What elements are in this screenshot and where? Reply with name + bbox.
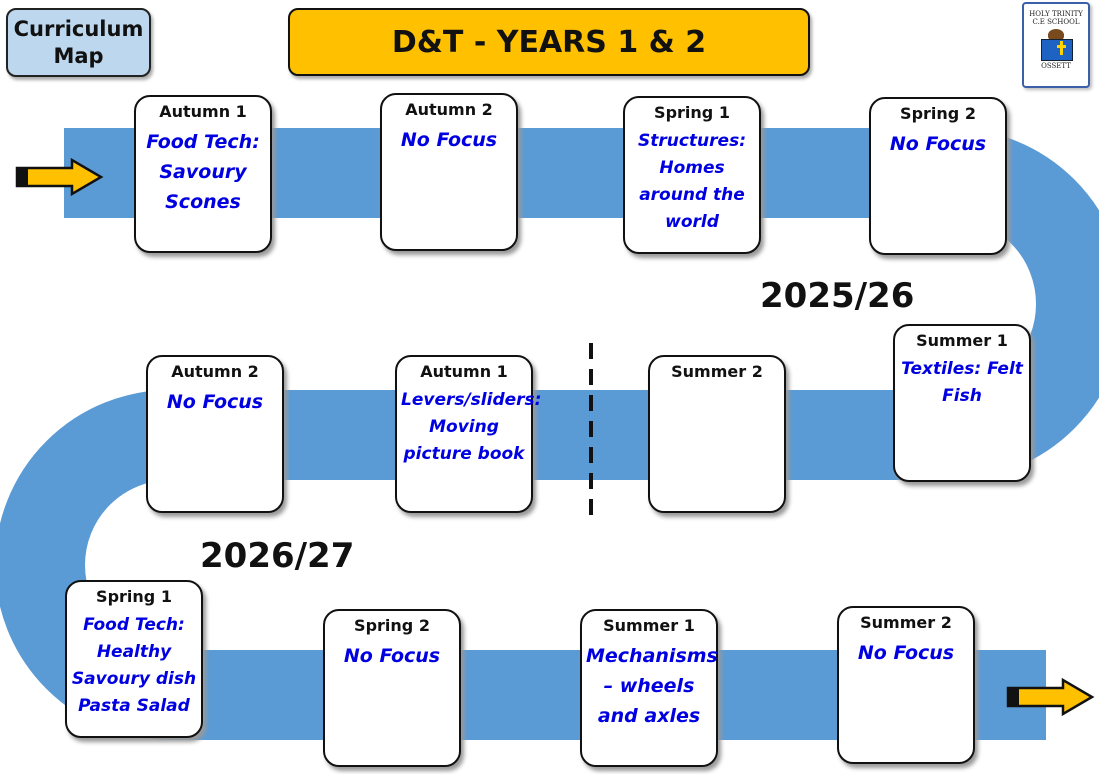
- unit-card: Spring 2 No Focus: [869, 97, 1007, 255]
- page-title: D&T - YEARS 1 & 2: [288, 8, 810, 76]
- end-arrow-icon: [1006, 677, 1095, 717]
- term-label: Autumn 2: [171, 362, 259, 381]
- topic-label: No Focus: [857, 642, 955, 664]
- curriculum-map-label: Curriculum Map: [6, 8, 151, 77]
- term-label: Summer 1: [916, 331, 1008, 350]
- unit-card: Spring 1 Structures: Homes around the wor…: [623, 96, 761, 254]
- term-label: Summer 2: [860, 613, 952, 632]
- unit-card: Summer 2 No Focus: [837, 606, 975, 764]
- term-label: Autumn 2: [405, 100, 493, 119]
- topic-label: Food Tech: Healthy Savoury dish Pasta Sa…: [71, 615, 197, 716]
- term-label: Autumn 1: [159, 102, 247, 121]
- topic-label: No Focus: [889, 133, 987, 155]
- term-label: Spring 1: [654, 103, 730, 122]
- school-logo: HOLY TRINITY C.E SCHOOL OSSETT: [1022, 2, 1090, 88]
- year-label-2025-26: 2025/26: [760, 276, 915, 316]
- topic-label: Textiles: Felt Fish: [901, 359, 1023, 406]
- term-label: Spring 2: [900, 104, 976, 123]
- unit-card: Autumn 1 Food Tech: Savoury Scones: [134, 95, 272, 253]
- unit-card: Summer 2: [648, 355, 786, 513]
- unit-card: Spring 2 No Focus: [323, 609, 461, 767]
- topic-label: Levers/sliders: Moving picture book: [401, 390, 542, 464]
- term-label: Autumn 1: [420, 362, 508, 381]
- unit-card: Summer 1 Textiles: Felt Fish: [893, 324, 1031, 482]
- unit-card: Spring 1 Food Tech: Healthy Savoury dish …: [65, 580, 203, 738]
- topic-label: Food Tech: Savoury Scones: [146, 131, 260, 213]
- unit-card: Autumn 2 No Focus: [146, 355, 284, 513]
- topic-label: No Focus: [343, 645, 441, 667]
- topic-label: No Focus: [400, 129, 498, 151]
- logo-line1: HOLY TRINITY: [1029, 10, 1083, 18]
- term-label: Spring 2: [354, 616, 430, 635]
- unit-card: Summer 1 Mechanisms – wheels and axles: [580, 609, 718, 767]
- term-label: Summer 1: [603, 616, 695, 635]
- topic-label: No Focus: [166, 391, 264, 413]
- topic-label: Structures: Homes around the world: [638, 131, 746, 232]
- owl-book-icon: [1039, 29, 1073, 61]
- logo-line3: OSSETT: [1041, 62, 1071, 70]
- year-label-2026-27: 2026/27: [200, 536, 355, 576]
- unit-card: Autumn 1 Levers/sliders: Moving picture b…: [395, 355, 542, 513]
- unit-card: Autumn 2 No Focus: [380, 93, 518, 251]
- logo-line2: C.E SCHOOL: [1032, 18, 1080, 26]
- term-label: Spring 1: [96, 587, 172, 606]
- start-arrow-icon: [15, 157, 104, 197]
- topic-label: Mechanisms – wheels and axles: [586, 645, 718, 727]
- term-label: Summer 2: [671, 362, 763, 381]
